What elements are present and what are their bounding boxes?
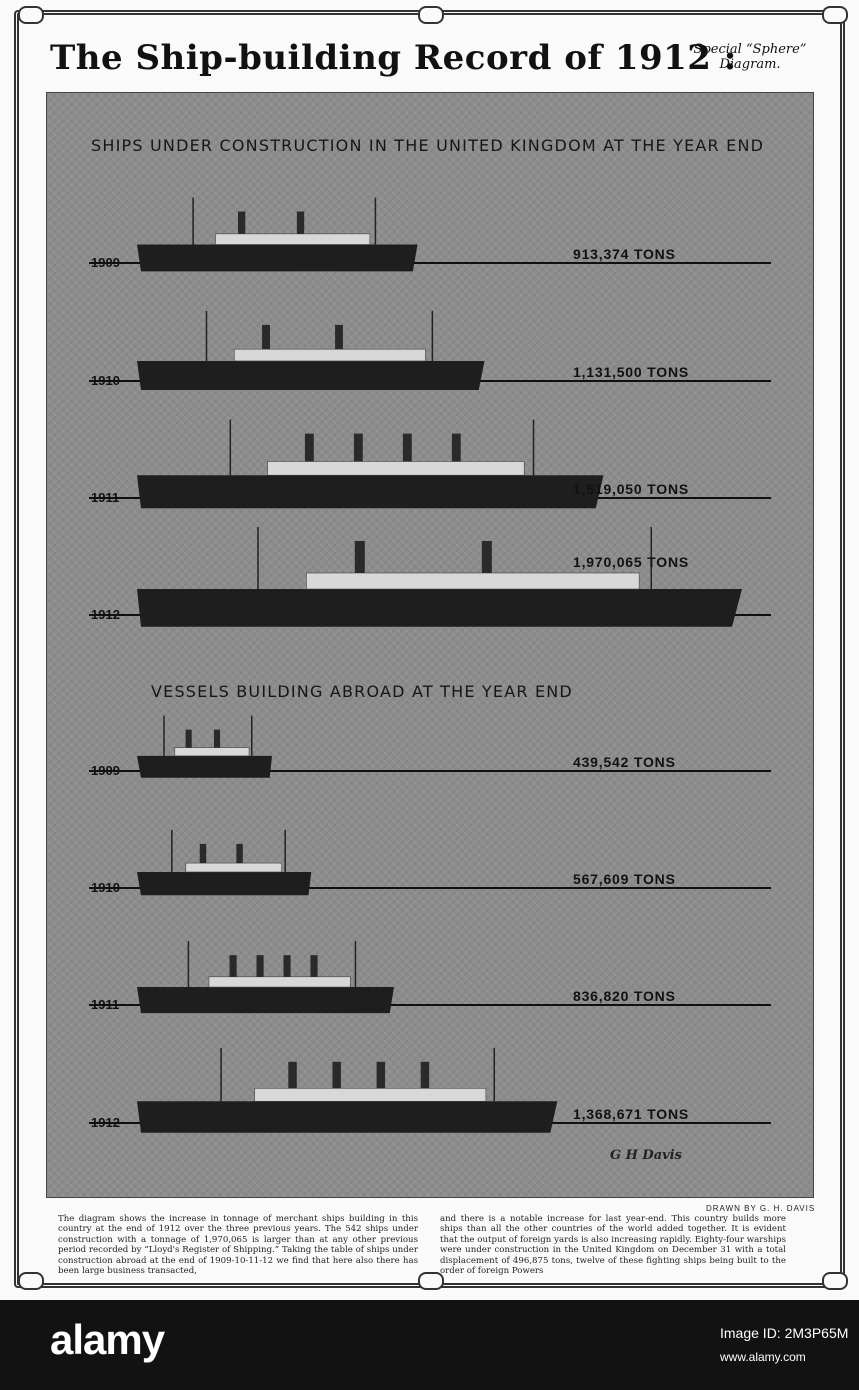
year-label-1912: 1912 [91,607,120,622]
ship-funnel [213,729,221,748]
ship-bar-1911: 1911 836,820 TONS [89,941,771,1014]
ship-superstructure [267,461,525,476]
value-label-1909: 913,374 TONS [573,246,676,262]
alamy-logo: alamy [50,1316,165,1363]
ship-bar-1911: 1911 1,519,050 TONS [89,419,771,509]
caption-column-1: The diagram shows the increase in tonnag… [58,1214,418,1277]
caption: The diagram shows the increase in tonnag… [58,1214,786,1284]
ship-funnel [332,1061,341,1089]
ship-hull [137,360,485,391]
section-heading: VESSELS BUILDING ABROAD AT THE YEAR END [151,682,573,701]
value-label-1912: 1,970,065 TONS [573,554,689,570]
ship-superstructure [208,976,351,988]
page-subtitle: Special “Sphere” Diagram. [693,42,807,72]
ship-funnel [288,1061,297,1089]
ship-funnel [199,843,207,864]
value-label-1910: 567,609 TONS [573,871,676,887]
ship-bar-1909: 1909 913,374 TONS [89,197,771,272]
rope-knot [18,1272,44,1290]
ship-hull [137,589,742,627]
rope-knot [418,6,444,24]
ship-hull [137,871,312,896]
ship-funnel [283,955,291,977]
ship-funnel [296,211,305,234]
ship-funnel [185,729,192,748]
ship-funnel [376,1061,386,1089]
ship-bar-1912: 1912 1,970,065 TONS [89,527,771,627]
value-label-1911: 836,820 TONS [573,988,676,1004]
ship-funnel [310,955,318,977]
ship-funnel [236,843,243,864]
ship-funnel [256,955,264,977]
ship-hull [137,987,394,1014]
ship-bar-1910: 1910 567,609 TONS [89,829,771,896]
ship-hull [137,1101,558,1133]
ship-funnel [304,433,314,462]
ship-funnel [335,324,343,350]
poster: The Ship-building Record of 1912 : Speci… [14,6,848,1290]
ship-superstructure [215,233,371,245]
year-label-1911: 1911 [91,997,119,1012]
value-label-1912: 1,368,671 TONS [573,1106,689,1122]
value-label-1910: 1,131,500 TONS [573,364,689,380]
year-label-1909: 1909 [91,763,120,778]
rope-knot [18,6,44,24]
ship-funnel [353,433,363,462]
artist-signature: G H Davis [610,1148,682,1163]
ship-superstructure [233,348,426,362]
ship-hull [137,244,418,272]
caption-column-2: and there is a notable increase for last… [440,1214,786,1277]
section-heading: SHIPS UNDER CONSTRUCTION IN THE UNITED K… [91,136,764,155]
ship-superstructure [306,572,640,590]
ship-funnel [481,541,492,573]
ship-superstructure [174,747,250,757]
image-id-text: Image ID: 2M3P65M [720,1325,849,1341]
title-block: The Ship-building Record of 1912 : Speci… [50,38,810,88]
ship-funnel [237,211,246,234]
artist-credit: DRAWN BY G. H. DAVIS [706,1204,816,1213]
ship-funnel [229,955,237,977]
ship-bar-1912: 1912 1,368,671 TONS [89,1047,771,1133]
rope-knot [418,1272,444,1290]
year-label-1911: 1911 [91,490,119,505]
value-label-1911: 1,519,050 TONS [573,481,689,497]
ship-tonnage-chart: SHIPS UNDER CONSTRUCTION IN THE UNITED K… [89,136,771,1133]
ship-bar-1910: 1910 1,131,500 TONS [89,310,771,391]
ship-bar-1909: 1909 439,542 TONS [89,715,771,778]
value-label-1909: 439,542 TONS [573,754,676,770]
year-label-1910: 1910 [91,880,120,895]
page-title: The Ship-building Record of 1912 : [50,38,737,78]
ship-hull [137,475,604,509]
ship-hull [137,755,272,778]
year-label-1910: 1910 [91,373,120,388]
ship-funnel [262,324,270,350]
year-label-1909: 1909 [91,255,120,270]
ship-funnel [451,433,461,462]
ship-superstructure [254,1088,487,1102]
ship-funnel [402,433,412,462]
watermark-footer [0,1300,859,1390]
diagram-panel: SHIPS UNDER CONSTRUCTION IN THE UNITED K… [46,92,814,1198]
image-site-text: www.alamy.com [720,1350,806,1364]
ship-superstructure [185,862,282,873]
rope-knot [822,1272,848,1290]
rope-knot [822,6,848,24]
year-label-1912: 1912 [91,1115,120,1130]
ship-funnel [420,1061,430,1089]
ship-funnel [354,541,365,573]
